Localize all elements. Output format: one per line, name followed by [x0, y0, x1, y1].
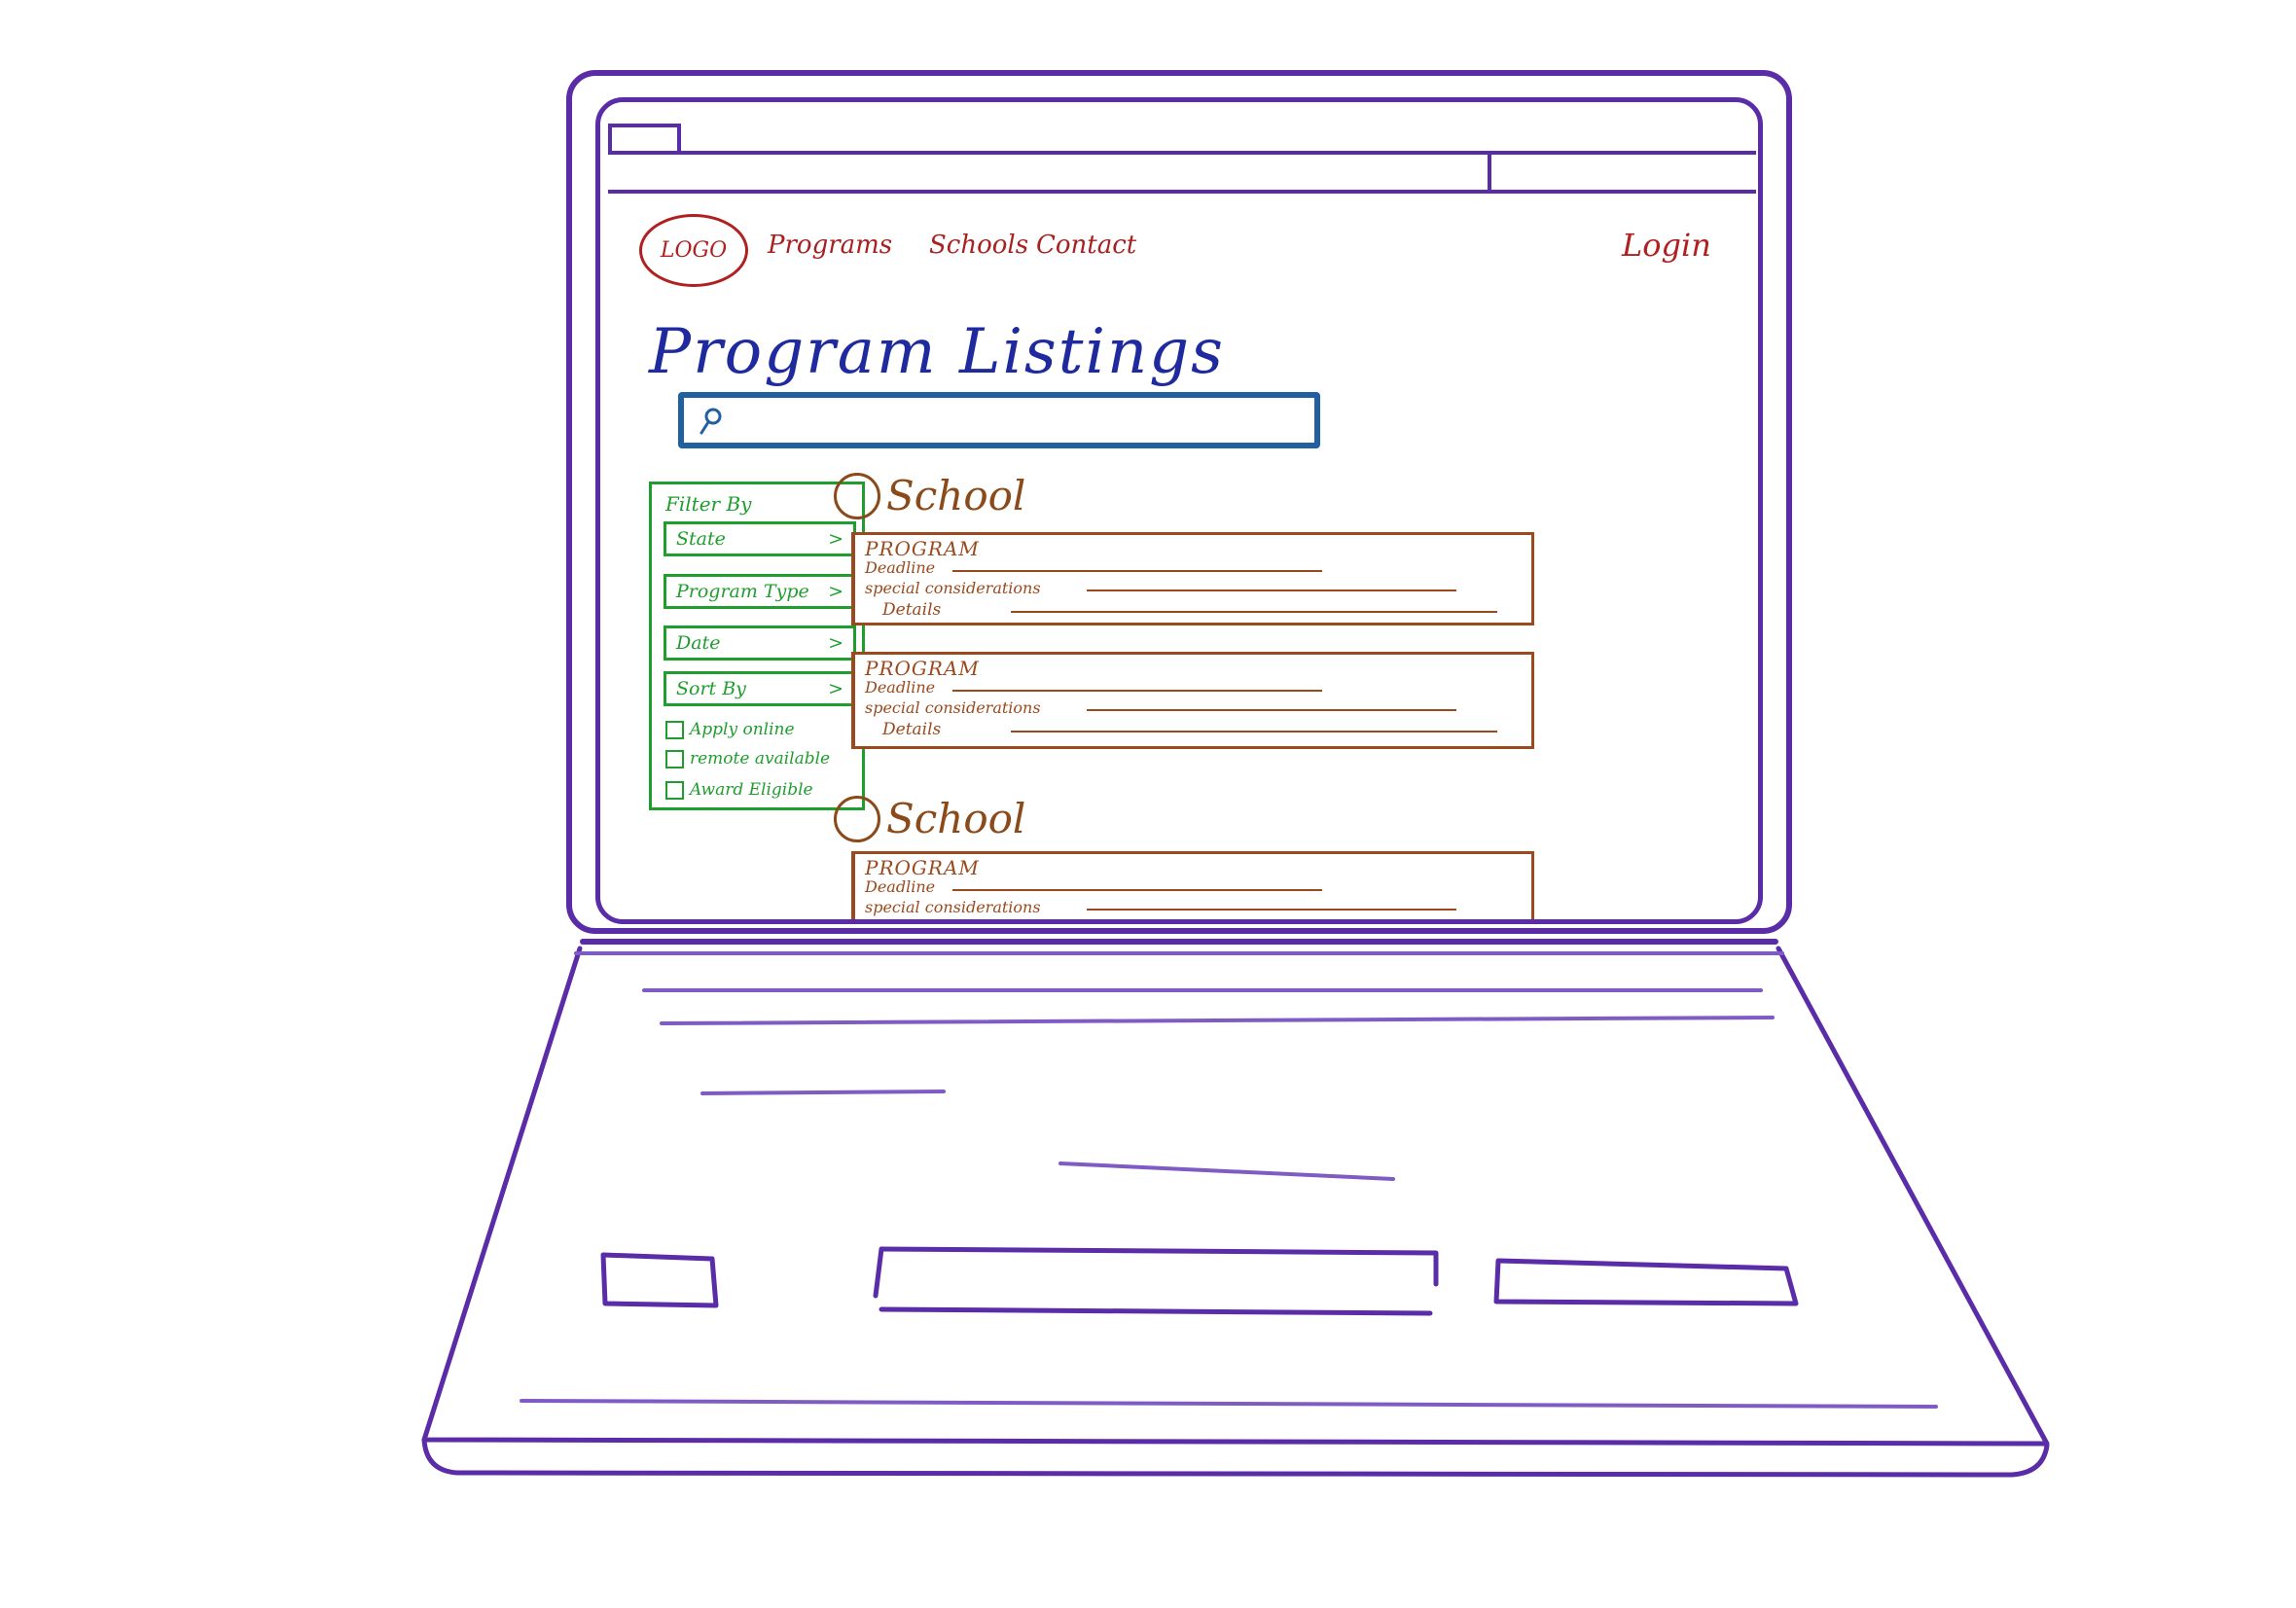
special-value-line	[1087, 709, 1456, 711]
address-bar[interactable]	[1488, 151, 1503, 194]
deadline-value-line	[952, 690, 1322, 692]
filter-state-button[interactable]: State >	[664, 521, 856, 556]
laptop-hinge	[580, 939, 1778, 945]
details-link[interactable]: Details	[882, 720, 942, 739]
school-name: School	[886, 795, 1026, 842]
filter-program-type-label: Program Type	[676, 581, 809, 602]
program-title: PROGRAM	[865, 856, 980, 879]
program-title: PROGRAM	[865, 657, 980, 680]
nav-schools-link[interactable]: Schools	[929, 231, 1029, 260]
deadline-value-line	[952, 889, 1322, 891]
search-icon	[700, 408, 722, 435]
school-avatar	[834, 795, 880, 842]
details-value-line	[1011, 611, 1497, 613]
filter-panel: Filter By State > Program Type > Date > …	[649, 482, 865, 810]
award-eligible-checkbox[interactable]: Award Eligible	[665, 780, 813, 800]
nav-contact-link[interactable]: Contact	[1036, 231, 1137, 260]
program-special-label: special considerations	[865, 898, 1041, 916]
details-link[interactable]: Details	[882, 600, 942, 620]
browser-tab[interactable]	[608, 124, 681, 155]
award-eligible-label: Award Eligible	[690, 780, 813, 800]
school-name: School	[886, 472, 1026, 519]
sort-by-button[interactable]: Sort By >	[664, 671, 856, 706]
filter-state-label: State	[676, 528, 726, 550]
apply-online-checkbox[interactable]: Apply online	[665, 720, 795, 739]
chevron-right-icon: >	[828, 632, 843, 654]
checkbox-box[interactable]	[665, 749, 684, 768]
program-special-label: special considerations	[865, 579, 1041, 597]
checkbox-box[interactable]	[665, 780, 684, 800]
program-deadline-label: Deadline	[865, 877, 936, 896]
filter-title: Filter By	[665, 492, 752, 516]
program-special-label: special considerations	[865, 698, 1041, 717]
checkbox-box[interactable]	[665, 720, 684, 739]
site-logo[interactable]: LOGO	[639, 214, 748, 287]
filter-date-label: Date	[676, 632, 721, 654]
program-deadline-label: Deadline	[865, 558, 936, 577]
search-bar[interactable]	[678, 392, 1320, 448]
remote-available-label: remote available	[690, 749, 831, 768]
laptop-hinge-shadow	[574, 951, 1784, 955]
chevron-right-icon: >	[828, 581, 843, 602]
program-card[interactable]: PROGRAM Deadline special considerations …	[851, 532, 1534, 625]
apply-online-label: Apply online	[690, 720, 795, 739]
login-link[interactable]: Login	[1622, 227, 1711, 264]
special-value-line	[1087, 590, 1456, 591]
details-value-line	[1011, 731, 1497, 733]
chevron-right-icon: >	[828, 528, 843, 550]
school-header[interactable]: School	[834, 472, 1025, 519]
laptop-lid	[566, 70, 1792, 934]
program-title: PROGRAM	[865, 537, 980, 560]
page-title: Program Listings	[649, 316, 1225, 388]
search-input[interactable]	[733, 404, 1310, 439]
school-avatar	[834, 472, 880, 519]
school-header[interactable]: School	[834, 795, 1025, 842]
filter-date-button[interactable]: Date >	[664, 625, 856, 661]
program-card[interactable]: PROGRAM Deadline special considerations …	[851, 652, 1534, 749]
sort-by-label: Sort By	[676, 678, 746, 699]
program-card[interactable]: PROGRAM Deadline special considerations	[851, 851, 1534, 919]
laptop-screen: LOGO Programs Schools Contact Login Prog…	[595, 97, 1763, 924]
program-deadline-label: Deadline	[865, 678, 936, 697]
nav-programs-link[interactable]: Programs	[768, 231, 893, 260]
deadline-value-line	[952, 570, 1322, 572]
remote-available-checkbox[interactable]: remote available	[665, 749, 830, 768]
filter-program-type-button[interactable]: Program Type >	[664, 574, 856, 609]
chevron-right-icon: >	[828, 678, 843, 699]
browser-toolbar	[608, 151, 1756, 194]
special-value-line	[1087, 909, 1456, 911]
